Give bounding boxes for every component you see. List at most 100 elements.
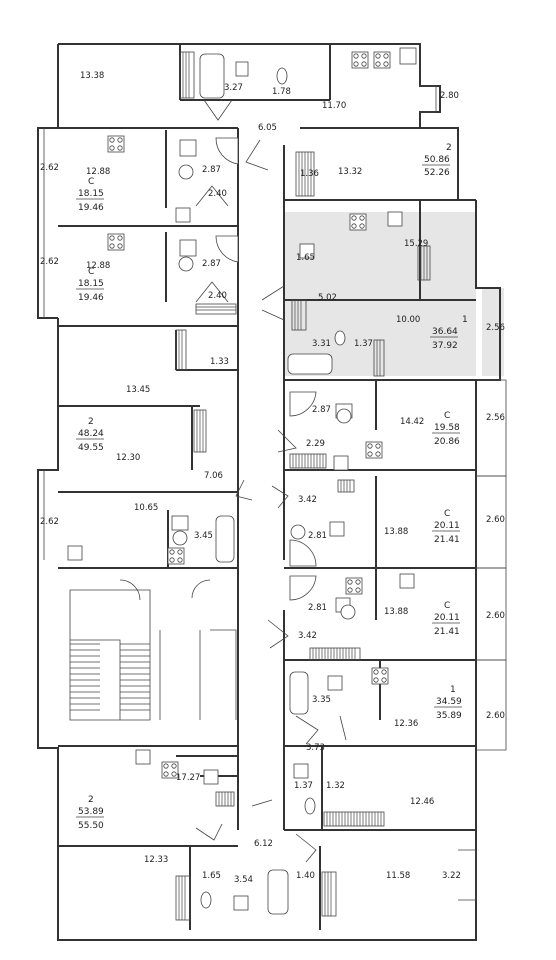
svg-text:C: C bbox=[88, 267, 94, 277]
room-area: 14.42 bbox=[400, 417, 424, 427]
door-swings bbox=[119, 99, 347, 863]
svg-text:18.15: 18.15 bbox=[78, 189, 104, 199]
room-area: 1.65 bbox=[202, 871, 221, 881]
room-area: 2.62 bbox=[40, 517, 59, 527]
apartment-labels: 2 50.86 52.26 C 18.15 19.46 C 18.15 19.4… bbox=[76, 143, 468, 831]
room-area: 1.40 bbox=[296, 871, 315, 881]
room-area: 3.31 bbox=[312, 339, 331, 349]
room-area: 3.73 bbox=[306, 743, 325, 753]
shower-icon bbox=[215, 137, 317, 601]
room-area: 12.88 bbox=[86, 261, 110, 271]
room-area: 17.27 bbox=[176, 773, 200, 783]
room-area: 12.46 bbox=[410, 797, 434, 807]
svg-text:18.15: 18.15 bbox=[78, 279, 104, 289]
room-area: 3.42 bbox=[298, 631, 317, 641]
toilet-icon bbox=[172, 67, 356, 909]
svg-text:37.92: 37.92 bbox=[432, 341, 458, 351]
highlighted-balcony bbox=[482, 288, 504, 376]
apartment-summary: 2 48.24 49.55 bbox=[76, 417, 104, 453]
room-area: 12.33 bbox=[144, 855, 168, 865]
svg-text:19.58: 19.58 bbox=[434, 423, 460, 433]
room-area: 3.42 bbox=[298, 495, 317, 505]
room-area: 15.29 bbox=[404, 239, 428, 249]
room-area: 2.62 bbox=[40, 257, 59, 267]
apartment-summary: C 18.15 19.46 bbox=[76, 177, 104, 213]
svg-text:35.89: 35.89 bbox=[436, 711, 462, 721]
room-area: 11.58 bbox=[386, 871, 410, 881]
svg-text:48.24: 48.24 bbox=[78, 429, 104, 439]
room-area: 6.12 bbox=[254, 839, 273, 849]
bathtub-icon bbox=[199, 53, 333, 915]
room-area: 1.37 bbox=[294, 781, 313, 791]
room-area: 1.36 bbox=[300, 169, 319, 179]
svg-text:20.11: 20.11 bbox=[434, 613, 460, 623]
room-area: 2.56 bbox=[486, 323, 505, 333]
room-area: 3.35 bbox=[312, 695, 331, 705]
svg-text:19.46: 19.46 bbox=[78, 293, 104, 303]
room-area: 2.60 bbox=[486, 611, 505, 621]
room-area: 1.78 bbox=[272, 87, 291, 97]
room-area: 6.05 bbox=[258, 123, 277, 133]
svg-text:34.59: 34.59 bbox=[436, 697, 462, 707]
room-area: 10.00 bbox=[396, 315, 420, 325]
room-area: 2.87 bbox=[202, 165, 221, 175]
svg-text:36.64: 36.64 bbox=[432, 327, 458, 337]
room-area: 2.56 bbox=[486, 413, 505, 423]
svg-text:1: 1 bbox=[450, 685, 456, 695]
stove-icon bbox=[107, 51, 391, 779]
svg-text:21.41: 21.41 bbox=[434, 627, 460, 637]
svg-text:49.55: 49.55 bbox=[78, 443, 104, 453]
room-area: 2.87 bbox=[202, 259, 221, 269]
room-area: 1.37 bbox=[354, 339, 373, 349]
room-area: 10.65 bbox=[134, 503, 158, 513]
room-area: 2.87 bbox=[312, 405, 331, 415]
svg-text:21.41: 21.41 bbox=[434, 535, 460, 545]
svg-text:52.26: 52.26 bbox=[424, 168, 450, 178]
room-area: 5.02 bbox=[318, 293, 337, 303]
room-area: 12.30 bbox=[116, 453, 140, 463]
room-area: 13.38 bbox=[80, 71, 104, 81]
room-area: 13.45 bbox=[126, 385, 150, 395]
apartment-summary: C 18.15 19.46 bbox=[76, 267, 104, 303]
svg-text:2: 2 bbox=[446, 143, 452, 153]
room-area: 2.29 bbox=[306, 439, 325, 449]
room-area: 2.81 bbox=[308, 603, 327, 613]
apartment-summary: C 20.11 21.41 bbox=[432, 509, 460, 545]
room-area: 7.06 bbox=[204, 471, 223, 481]
room-area: 2.80 bbox=[440, 91, 459, 101]
room-area: 3.45 bbox=[194, 531, 213, 541]
room-area: 2.62 bbox=[40, 163, 59, 173]
room-area: 2.40 bbox=[208, 291, 227, 301]
svg-text:2: 2 bbox=[88, 417, 94, 427]
room-area: 3.22 bbox=[442, 871, 461, 881]
room-area: 1.32 bbox=[326, 781, 345, 791]
room-area: 1.65 bbox=[296, 253, 315, 263]
room-area: 2.60 bbox=[486, 515, 505, 525]
apartment-summary: 1 36.64 37.92 bbox=[430, 315, 468, 351]
room-area: 13.32 bbox=[338, 167, 362, 177]
interior-walls bbox=[58, 44, 476, 930]
room-area: 11.70 bbox=[322, 101, 346, 111]
washer-icon bbox=[67, 47, 417, 785]
room-area: 12.88 bbox=[86, 167, 110, 177]
room-area: 2.60 bbox=[486, 711, 505, 721]
room-area: 12.36 bbox=[394, 719, 418, 729]
svg-text:53.89: 53.89 bbox=[78, 807, 104, 817]
apartment-summary: 1 34.59 35.89 bbox=[434, 685, 462, 721]
svg-text:50.86: 50.86 bbox=[424, 155, 450, 165]
svg-text:55.50: 55.50 bbox=[78, 821, 104, 831]
svg-text:C: C bbox=[444, 411, 450, 421]
room-area: 2.40 bbox=[208, 189, 227, 199]
svg-text:1: 1 bbox=[462, 315, 468, 325]
room-area: 3.54 bbox=[234, 875, 253, 885]
svg-text:19.46: 19.46 bbox=[78, 203, 104, 213]
svg-text:2: 2 bbox=[88, 795, 94, 805]
apartment-summary: 2 53.89 55.50 bbox=[76, 795, 104, 831]
svg-text:20.86: 20.86 bbox=[434, 437, 460, 447]
svg-text:C: C bbox=[444, 509, 450, 519]
room-area: 13.88 bbox=[384, 527, 408, 537]
room-area: 3.27 bbox=[224, 83, 243, 93]
svg-text:C: C bbox=[444, 601, 450, 611]
svg-text:C: C bbox=[88, 177, 94, 187]
